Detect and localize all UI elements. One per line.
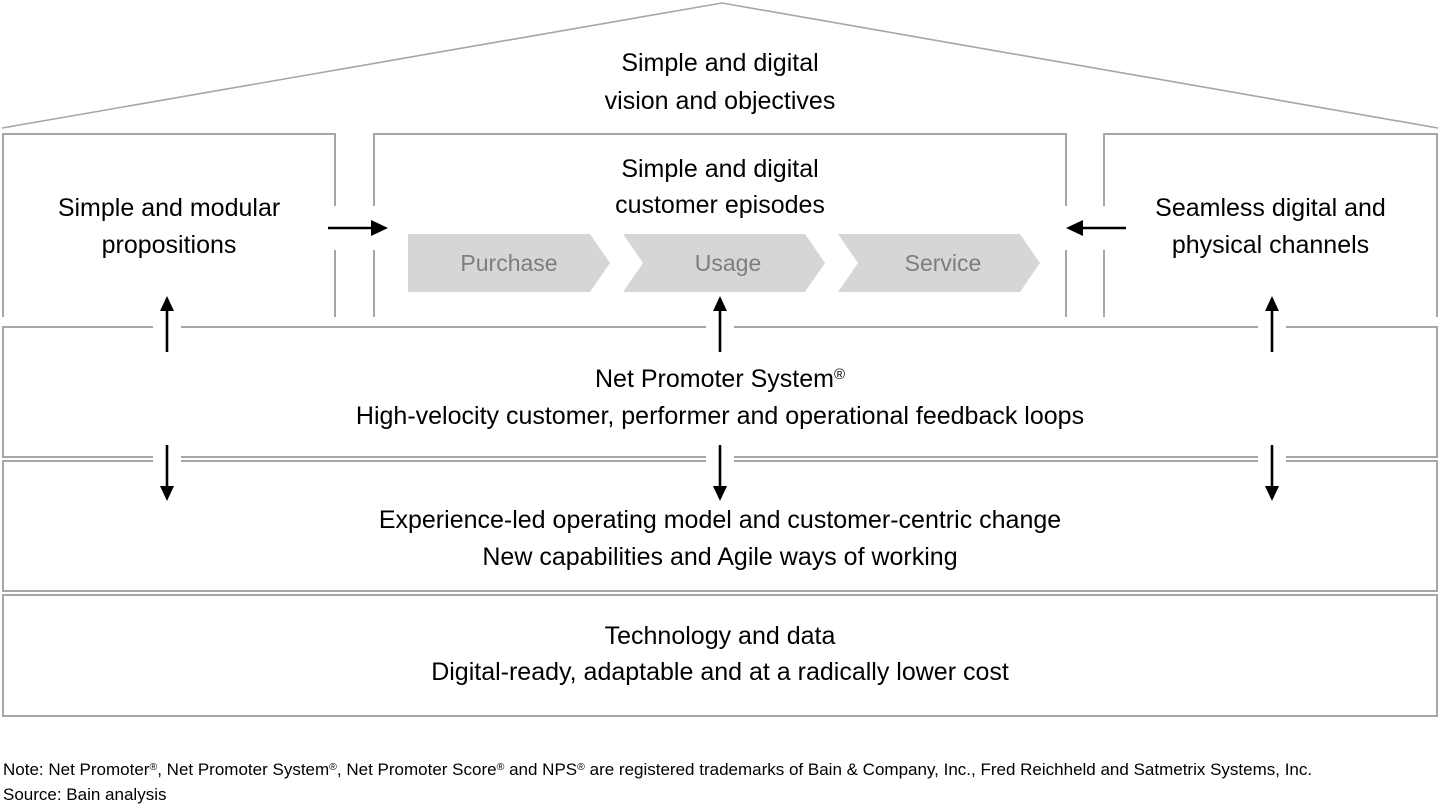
technology-line2: Digital-ready, adaptable and at a radica… <box>431 658 1009 686</box>
right-box-line2: physical channels <box>1171 231 1370 259</box>
technology-band <box>2 594 1438 717</box>
arrow-left-icon <box>1060 206 1132 250</box>
technology-line1: Technology and data <box>604 622 836 650</box>
arrow-down-left-icon <box>153 441 181 503</box>
arrow-up-left-icon <box>153 294 181 356</box>
footer-source: Source: Bain analysis <box>3 785 167 804</box>
arrow-down-center-icon <box>706 441 734 503</box>
chevron-purchase: Purchase <box>408 234 610 292</box>
footer-note: Note: Net Promoter®, Net Promoter System… <box>3 760 1313 779</box>
arrow-up-right-icon <box>1258 294 1286 356</box>
technology-label: Technology and data Digital-ready, adapt… <box>2 618 1438 690</box>
operating-model-label: Experience-led operating model and custo… <box>2 502 1438 576</box>
roof-title: Simple and digital vision and objectives <box>420 44 1020 120</box>
operating-model-line2: New capabilities and Agile ways of worki… <box>482 543 958 571</box>
left-box-label: Simple and modular propositions <box>4 190 334 264</box>
chevron-service-label: Service <box>904 249 982 276</box>
center-box-line2: customer episodes <box>615 191 825 219</box>
chevron-purchase-label: Purchase <box>460 249 558 276</box>
chevron-service: Service <box>838 234 1040 292</box>
roof-title-line1: Simple and digital <box>621 49 819 77</box>
arrow-right-icon <box>322 206 392 250</box>
right-channels-box <box>1103 133 1438 317</box>
chevron-usage: Usage <box>623 234 825 292</box>
arrow-down-right-icon <box>1258 441 1286 503</box>
nps-band-label: Net Promoter System® High-velocity custo… <box>2 361 1438 435</box>
episode-chevrons: Purchase Usage Service <box>408 234 1040 292</box>
right-box-line1: Seamless digital and <box>1155 194 1386 222</box>
footer-notes: Note: Net Promoter®, Net Promoter System… <box>3 757 1312 807</box>
left-box-line2: propositions <box>101 231 237 259</box>
nps-band-line1: Net Promoter System® <box>594 365 845 393</box>
operating-model-line1: Experience-led operating model and custo… <box>378 506 1062 534</box>
left-box-line1: Simple and modular <box>57 194 281 222</box>
chevron-usage-label: Usage <box>694 249 762 276</box>
center-box-line1: Simple and digital <box>621 155 819 183</box>
arrow-up-center-icon <box>706 294 734 356</box>
roof-title-line2: vision and objectives <box>604 87 836 115</box>
nps-band-line2: High-velocity customer, performer and op… <box>355 402 1085 430</box>
right-box-label: Seamless digital and physical channels <box>1105 190 1436 264</box>
center-box-label: Simple and digital customer episodes <box>375 151 1065 223</box>
